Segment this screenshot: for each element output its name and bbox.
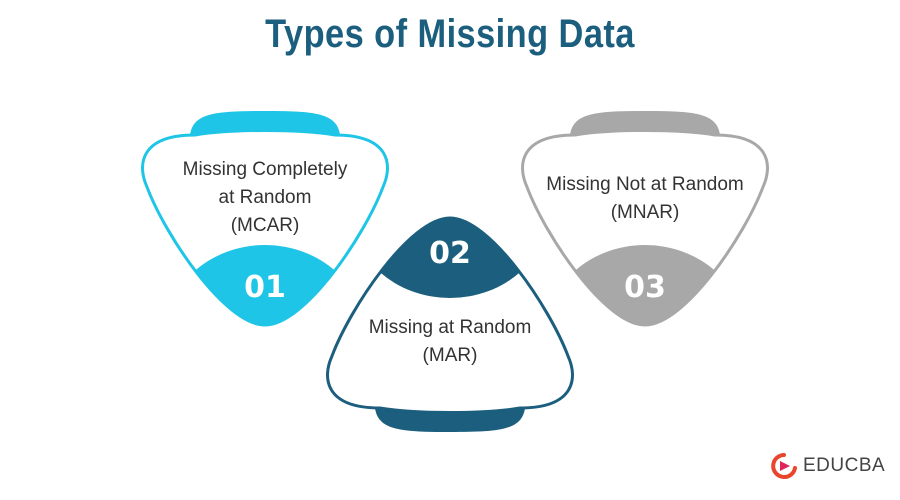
item-2-label-line-1: Missing at Random	[369, 317, 532, 338]
item-1-shape	[141, 111, 389, 327]
educba-logo: EDUCBA	[771, 453, 885, 479]
item-1-label-line-3: (MCAR)	[231, 215, 300, 236]
page-title: Types of Missing Data	[265, 12, 635, 56]
item-3-shape	[521, 111, 769, 327]
item-1-label-line-2: at Random	[219, 187, 312, 208]
item-3-label-line-2: (MNAR)	[611, 202, 680, 223]
item-2-cap	[375, 408, 525, 432]
item-2-number: 02	[429, 236, 471, 271]
educba-logo-icon	[771, 453, 797, 479]
item-1-cap	[190, 111, 340, 135]
item-3-badge	[545, 245, 745, 325]
item-2-label-line-2: (MAR)	[423, 345, 478, 366]
educba-logo-text: EDUCBA	[803, 455, 886, 476]
item-3-cap	[570, 111, 720, 135]
item-2-shape	[326, 216, 574, 432]
item-3-label-line-1: Missing Not at Random	[546, 174, 743, 195]
item-2-badge	[350, 218, 550, 298]
item-1-label-line-1: Missing Completely	[183, 159, 348, 180]
item-1-number: 01	[244, 270, 286, 305]
item-3-number: 03	[624, 270, 666, 305]
item-1-badge	[165, 245, 365, 325]
